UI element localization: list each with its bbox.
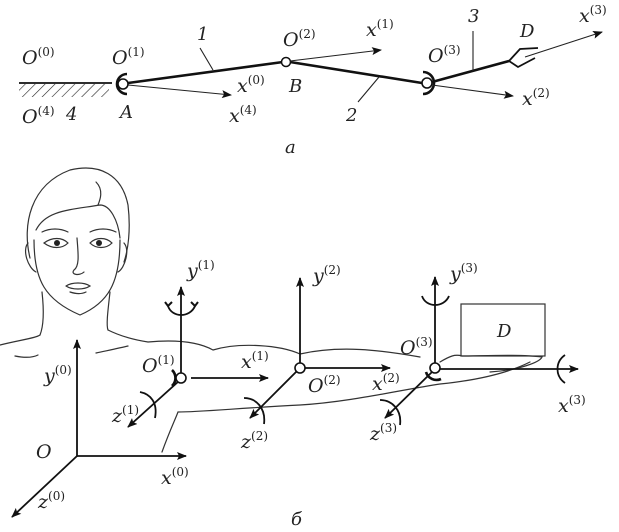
joint-o1-housing bbox=[171, 369, 177, 387]
joint-o1 bbox=[175, 372, 187, 384]
label-x0: x(0) bbox=[237, 73, 265, 97]
label-x2: x(2) bbox=[522, 86, 550, 110]
arm-lower-contour bbox=[161, 361, 531, 453]
axis-z3-arrow bbox=[384, 371, 433, 419]
link-3 bbox=[431, 59, 510, 84]
rotation-z3-icon bbox=[379, 399, 402, 426]
label-object-d: D bbox=[496, 321, 512, 342]
left-pupil bbox=[54, 240, 60, 246]
label-y0: y(0) bbox=[43, 363, 72, 387]
shoulder-arm-upper-contour bbox=[0, 329, 421, 358]
label-link-1: 1 bbox=[197, 24, 208, 45]
frame-o2: O(2) y(2) z(2) bbox=[240, 263, 391, 453]
label-z1: z(1) bbox=[111, 403, 139, 427]
rotation-x3-icon bbox=[556, 354, 566, 384]
label-z3: z(3) bbox=[369, 421, 397, 445]
face-outline bbox=[33, 239, 121, 316]
axis-x2-arrow bbox=[431, 84, 514, 99]
label-o3: O(3) bbox=[428, 43, 461, 67]
panel-a: O(0) O(4) 4 O(1) A 1 x(0) x(4) O(2) B x(… bbox=[19, 3, 607, 158]
axis-x1-arrow bbox=[289, 47, 382, 62]
rotation-z1-icon bbox=[139, 391, 157, 419]
link-1 bbox=[127, 60, 284, 85]
right-ear bbox=[117, 242, 128, 273]
label-y2: y(2) bbox=[312, 263, 341, 287]
axis-z2-arrow bbox=[249, 370, 298, 419]
label-z2: z(2) bbox=[240, 429, 268, 453]
caption-panel-a: а bbox=[285, 137, 296, 158]
gripper-d bbox=[507, 47, 539, 69]
label-o3: O(3) bbox=[400, 335, 433, 359]
label-link-4: 4 bbox=[65, 104, 77, 125]
ground-hatch bbox=[19, 84, 109, 97]
label-o2: O(2) bbox=[283, 27, 316, 51]
joint-b bbox=[280, 56, 292, 68]
label-o1: O(1) bbox=[142, 353, 175, 377]
object-d-box bbox=[460, 303, 546, 357]
joint-o3 bbox=[429, 362, 441, 374]
joint-o2 bbox=[294, 362, 306, 374]
axis-x3-arrow bbox=[524, 30, 603, 58]
label-y3: y(3) bbox=[449, 261, 478, 285]
joint-o3-housing bbox=[424, 371, 442, 382]
frame-o1: O(1) y(1) x(1) z(1) bbox=[111, 258, 269, 428]
link-2 bbox=[289, 60, 423, 85]
label-z0: z(0) bbox=[37, 489, 65, 513]
left-ear bbox=[24, 242, 37, 273]
label-link-2: 2 bbox=[345, 105, 357, 126]
mouth bbox=[65, 282, 92, 295]
label-point-d: D bbox=[519, 21, 535, 42]
right-eye bbox=[89, 237, 113, 249]
collarbones bbox=[14, 345, 129, 358]
caption-panel-b: б bbox=[291, 509, 303, 530]
hairline bbox=[35, 204, 121, 239]
label-link-3: 3 bbox=[468, 6, 479, 27]
label-point-b: B bbox=[288, 76, 302, 97]
joint-a bbox=[117, 78, 129, 90]
link-2-leader bbox=[357, 76, 380, 103]
joint-o3-housing bbox=[422, 70, 436, 96]
link-1-leader bbox=[199, 47, 214, 71]
nose bbox=[72, 237, 85, 276]
joint-o3 bbox=[421, 77, 433, 89]
label-origin-o: O bbox=[36, 441, 52, 463]
frame-o3: O(3) y(3) x(2) x(3) z(3) bbox=[369, 261, 586, 445]
hand-contour bbox=[439, 354, 543, 373]
rotation-z2-icon bbox=[243, 397, 266, 425]
label-y1: y(1) bbox=[186, 258, 215, 282]
panel-b: D O y(0) x(0) z(0) O(1) y(1) x(1) z(1) bbox=[0, 167, 586, 530]
rotation-y3-icon bbox=[421, 295, 450, 306]
axis-z1-arrow bbox=[127, 380, 180, 428]
head-hair-outline bbox=[26, 167, 130, 263]
axis-x0-arrow bbox=[127, 84, 232, 99]
label-o1: O(1) bbox=[112, 45, 145, 69]
neck bbox=[39, 291, 111, 336]
label-o4: O(4) bbox=[22, 104, 55, 128]
label-x2-b: x(2) bbox=[372, 371, 400, 395]
label-point-a: A bbox=[118, 102, 133, 123]
human-figure-sketch bbox=[0, 167, 543, 453]
joint-a-housing bbox=[115, 72, 128, 96]
label-x3: x(3) bbox=[579, 3, 607, 27]
label-o0: O(0) bbox=[22, 45, 55, 69]
label-x4: x(4) bbox=[229, 103, 257, 127]
rotation-y1-icon bbox=[167, 305, 196, 316]
label-o2: O(2) bbox=[308, 373, 341, 397]
label-x3: x(3) bbox=[558, 393, 586, 417]
left-eye bbox=[42, 237, 69, 249]
axis-z0-arrow bbox=[11, 455, 78, 518]
right-pupil bbox=[96, 240, 102, 246]
eyebrows bbox=[41, 228, 117, 233]
label-x1: x(1) bbox=[241, 349, 269, 373]
hair-part bbox=[95, 181, 102, 206]
label-x0: x(0) bbox=[161, 465, 189, 489]
label-x1: x(1) bbox=[366, 17, 394, 41]
